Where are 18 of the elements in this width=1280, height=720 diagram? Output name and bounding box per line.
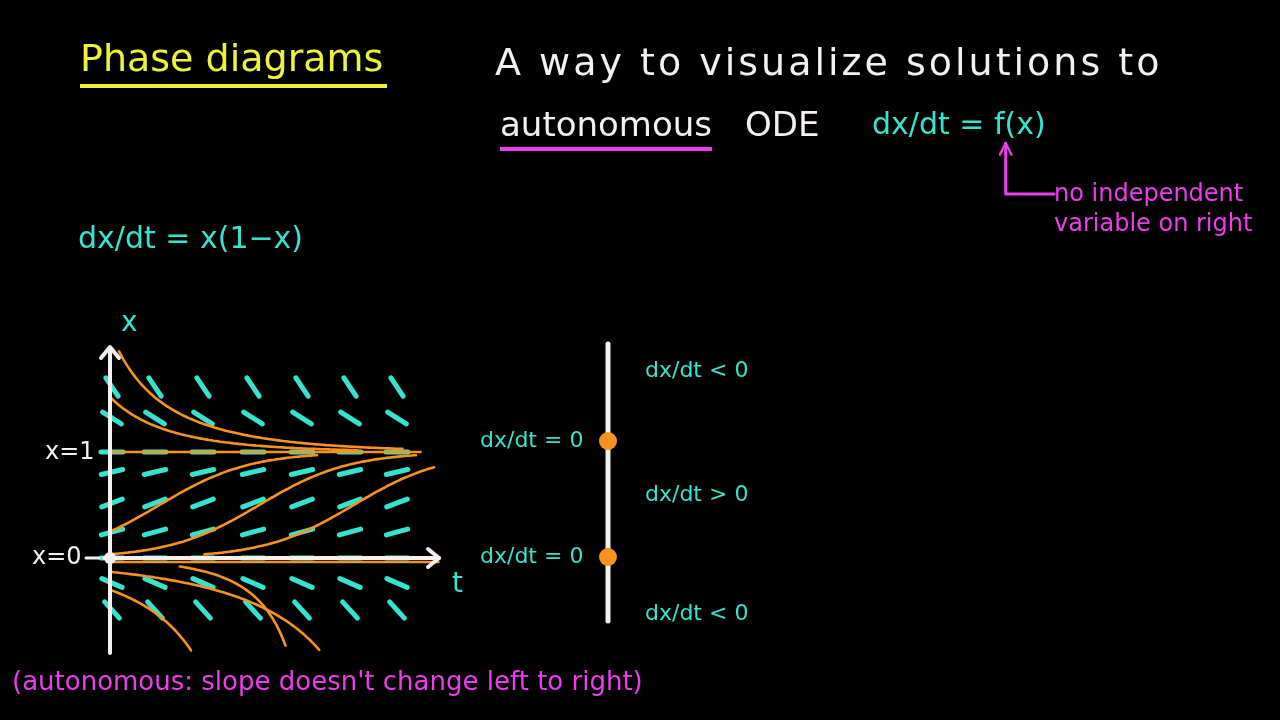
underlined-term: autonomous: [500, 104, 713, 151]
subtitle-text: A way to visualize solutions to: [495, 40, 1163, 86]
annotation-arrow: [998, 141, 1056, 196]
note-text: (autonomous: slope doesn't change left to right): [12, 666, 643, 698]
equilibrium-label: dx/dt = 0: [480, 543, 584, 570]
axis-label: x: [121, 305, 138, 339]
sign-label: dx/dt < 0: [645, 600, 749, 627]
axis-label: t: [452, 566, 463, 600]
equation: dx/dt = f(x): [872, 106, 1046, 142]
tick-label: x=0: [32, 542, 82, 571]
title-heading: Phase diagrams: [80, 36, 388, 88]
annotation-note: no independent variable on right: [1054, 178, 1266, 238]
tick-label: x=1: [45, 437, 95, 466]
sign-label: dx/dt > 0: [645, 481, 749, 508]
equation: dx/dt = x(1−x): [78, 220, 304, 256]
equilibrium-label: dx/dt = 0: [480, 427, 584, 454]
subtitle-text: ODE: [745, 104, 820, 145]
sign-label: dx/dt < 0: [645, 357, 749, 384]
